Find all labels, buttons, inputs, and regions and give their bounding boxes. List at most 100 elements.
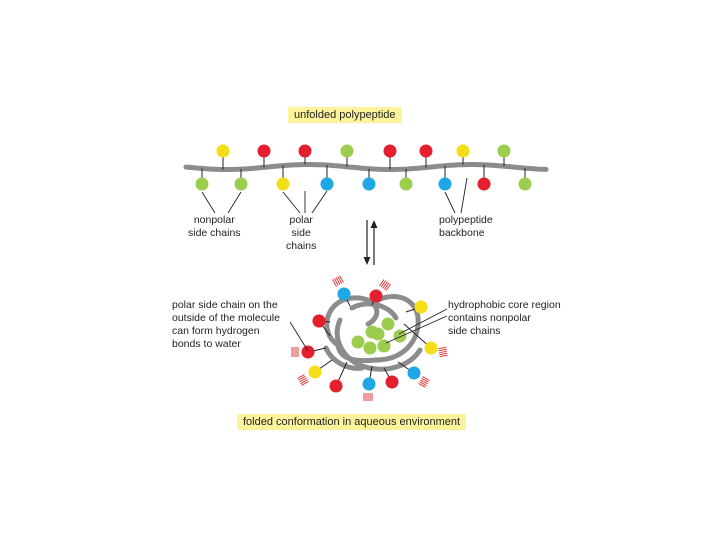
leader-line	[282, 191, 301, 214]
surface-polar-side-chain	[369, 289, 383, 303]
nonpolar-side-chain	[234, 177, 248, 191]
core-nonpolar-side-chain	[393, 329, 407, 343]
water-hatch-stroke	[300, 379, 308, 385]
water-hatch-stroke	[438, 346, 447, 350]
surface-polar-side-chain	[329, 379, 343, 393]
water-hatch-stroke	[333, 278, 339, 286]
leader-line	[398, 308, 448, 335]
surface-polar-side-chain	[424, 341, 438, 355]
polypeptide-backbone	[183, 162, 549, 172]
polar-side-chain	[456, 144, 470, 158]
polar-side-chain	[438, 177, 452, 191]
water-hatch-stroke	[439, 354, 448, 358]
water-hatch-stroke	[420, 379, 428, 385]
polar-outside-label-line: bonds to water	[172, 338, 241, 350]
polar-side-chain	[383, 144, 397, 158]
water-hatch	[379, 279, 391, 291]
polar-label-line: polar	[289, 214, 313, 226]
water-hatch-stroke	[299, 377, 307, 383]
water-hatch-stroke	[418, 383, 426, 388]
core-nonpolar-side-chain	[351, 335, 365, 349]
backbone-label-line: polypeptide	[439, 214, 493, 226]
surface-polar-side-chain	[301, 345, 315, 359]
equilibrium-arrows	[363, 220, 378, 265]
water-hatch-stroke	[337, 276, 343, 284]
folded-backbone	[369, 294, 421, 363]
core-nonpolar-side-chain	[363, 341, 377, 355]
surface-polar-side-chain	[385, 375, 399, 389]
backbone-label-line: backbone	[439, 227, 485, 239]
leader-line	[385, 315, 448, 344]
water-hatch-stroke	[301, 381, 309, 386]
hydrophobic-core-label: hydrophobic core region contains nonpola…	[448, 299, 561, 338]
leader-line	[444, 191, 456, 214]
hydrophobic-core-label-line: contains nonpolar	[448, 312, 531, 324]
unfolded-title: unfolded polypeptide	[288, 107, 402, 123]
water-hatch-stroke	[438, 348, 447, 352]
nonpolar-label: nonpolar side chains	[188, 214, 241, 240]
nonpolar-side-chain	[195, 177, 209, 191]
water-hatch-stroke	[335, 277, 341, 285]
leader-line	[289, 321, 309, 352]
polar-side-chain	[362, 177, 376, 191]
folded-title: folded conformation in aqueous environme…	[237, 414, 467, 430]
polar-side-chain	[216, 144, 230, 158]
folded-protein	[291, 275, 448, 401]
surface-polar-side-chain	[407, 366, 421, 380]
leader-line	[460, 177, 468, 214]
water-hatch-stroke	[383, 282, 390, 290]
water-hatch-stroke	[422, 376, 430, 381]
unfolded-polypeptide	[183, 144, 549, 191]
surface-polar-side-chain	[337, 287, 351, 301]
folded-backbone	[323, 345, 365, 371]
leader-line	[227, 191, 242, 214]
core-nonpolar-side-chain	[371, 327, 385, 341]
polar-label: polar side chains	[286, 214, 316, 253]
water-hatch-stroke	[332, 279, 337, 287]
leader-line	[311, 190, 328, 214]
water-hatch-stroke	[421, 377, 429, 383]
nonpolar-side-chain	[399, 177, 413, 191]
water-hatch-stroke	[298, 375, 306, 381]
water-hatch-stroke	[439, 352, 448, 356]
water-hatch-stroke	[438, 350, 448, 354]
folded-backbone	[349, 301, 399, 321]
polar-side-chain	[298, 144, 312, 158]
water-hatch	[332, 275, 344, 287]
polar-outside-label: polar side chain on the outside of the m…	[172, 299, 280, 351]
water-hatch	[291, 347, 299, 357]
water-hatch	[438, 346, 448, 358]
hydrophobic-core-label-line: hydrophobic core region	[448, 299, 561, 311]
water-hatch-stroke	[382, 281, 388, 289]
polar-outside-label-line: polar side chain on the	[172, 299, 278, 311]
surface-polar-side-chain	[308, 365, 322, 379]
water-hatch	[418, 376, 430, 388]
polar-side-chain	[257, 144, 271, 158]
water-hatch-stroke	[379, 279, 385, 287]
nonpolar-side-chain	[340, 144, 354, 158]
polar-outside-label-line: can form hydrogen	[172, 325, 260, 337]
polar-side-chain	[419, 144, 433, 158]
polar-side-chain	[320, 177, 334, 191]
water-hatch-stroke	[385, 283, 391, 291]
arrow-down-head	[363, 257, 371, 265]
water-hatch-stroke	[380, 280, 387, 288]
nonpolar-label-line: nonpolar	[193, 214, 235, 226]
polar-outside-label-line: outside of the molecule	[172, 312, 280, 324]
folded-backbone	[324, 295, 380, 348]
core-nonpolar-side-chain	[381, 317, 395, 331]
nonpolar-side-chain	[497, 144, 511, 158]
water-hatch-stroke	[419, 381, 427, 387]
leader-lines	[201, 177, 468, 352]
polar-label-line: chains	[286, 240, 317, 252]
surface-polar-side-chain	[312, 314, 326, 328]
nonpolar-label-line: side chains	[188, 227, 241, 239]
hydrophobic-core-label-line: side chains	[448, 325, 501, 337]
water-hatch	[297, 374, 309, 386]
water-hatch-stroke	[339, 275, 344, 283]
polar-side-chain	[276, 177, 290, 191]
backbone-label: polypeptide backbone	[439, 214, 493, 240]
polar-side-chain	[477, 177, 491, 191]
surface-polar-side-chain	[362, 377, 376, 391]
